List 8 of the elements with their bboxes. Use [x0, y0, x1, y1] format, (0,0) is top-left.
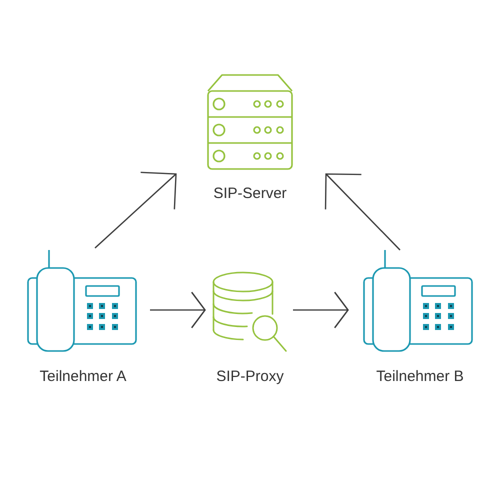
node-label: SIP-Server — [213, 184, 287, 204]
arrow — [150, 292, 206, 328]
node-label: Teilnehmer A — [40, 367, 126, 387]
node-label: SIP-Proxy — [216, 367, 284, 387]
arrow — [293, 292, 349, 328]
node-label: Teilnehmer B — [376, 367, 464, 387]
arrow — [94, 172, 177, 248]
arrow — [324, 173, 400, 250]
